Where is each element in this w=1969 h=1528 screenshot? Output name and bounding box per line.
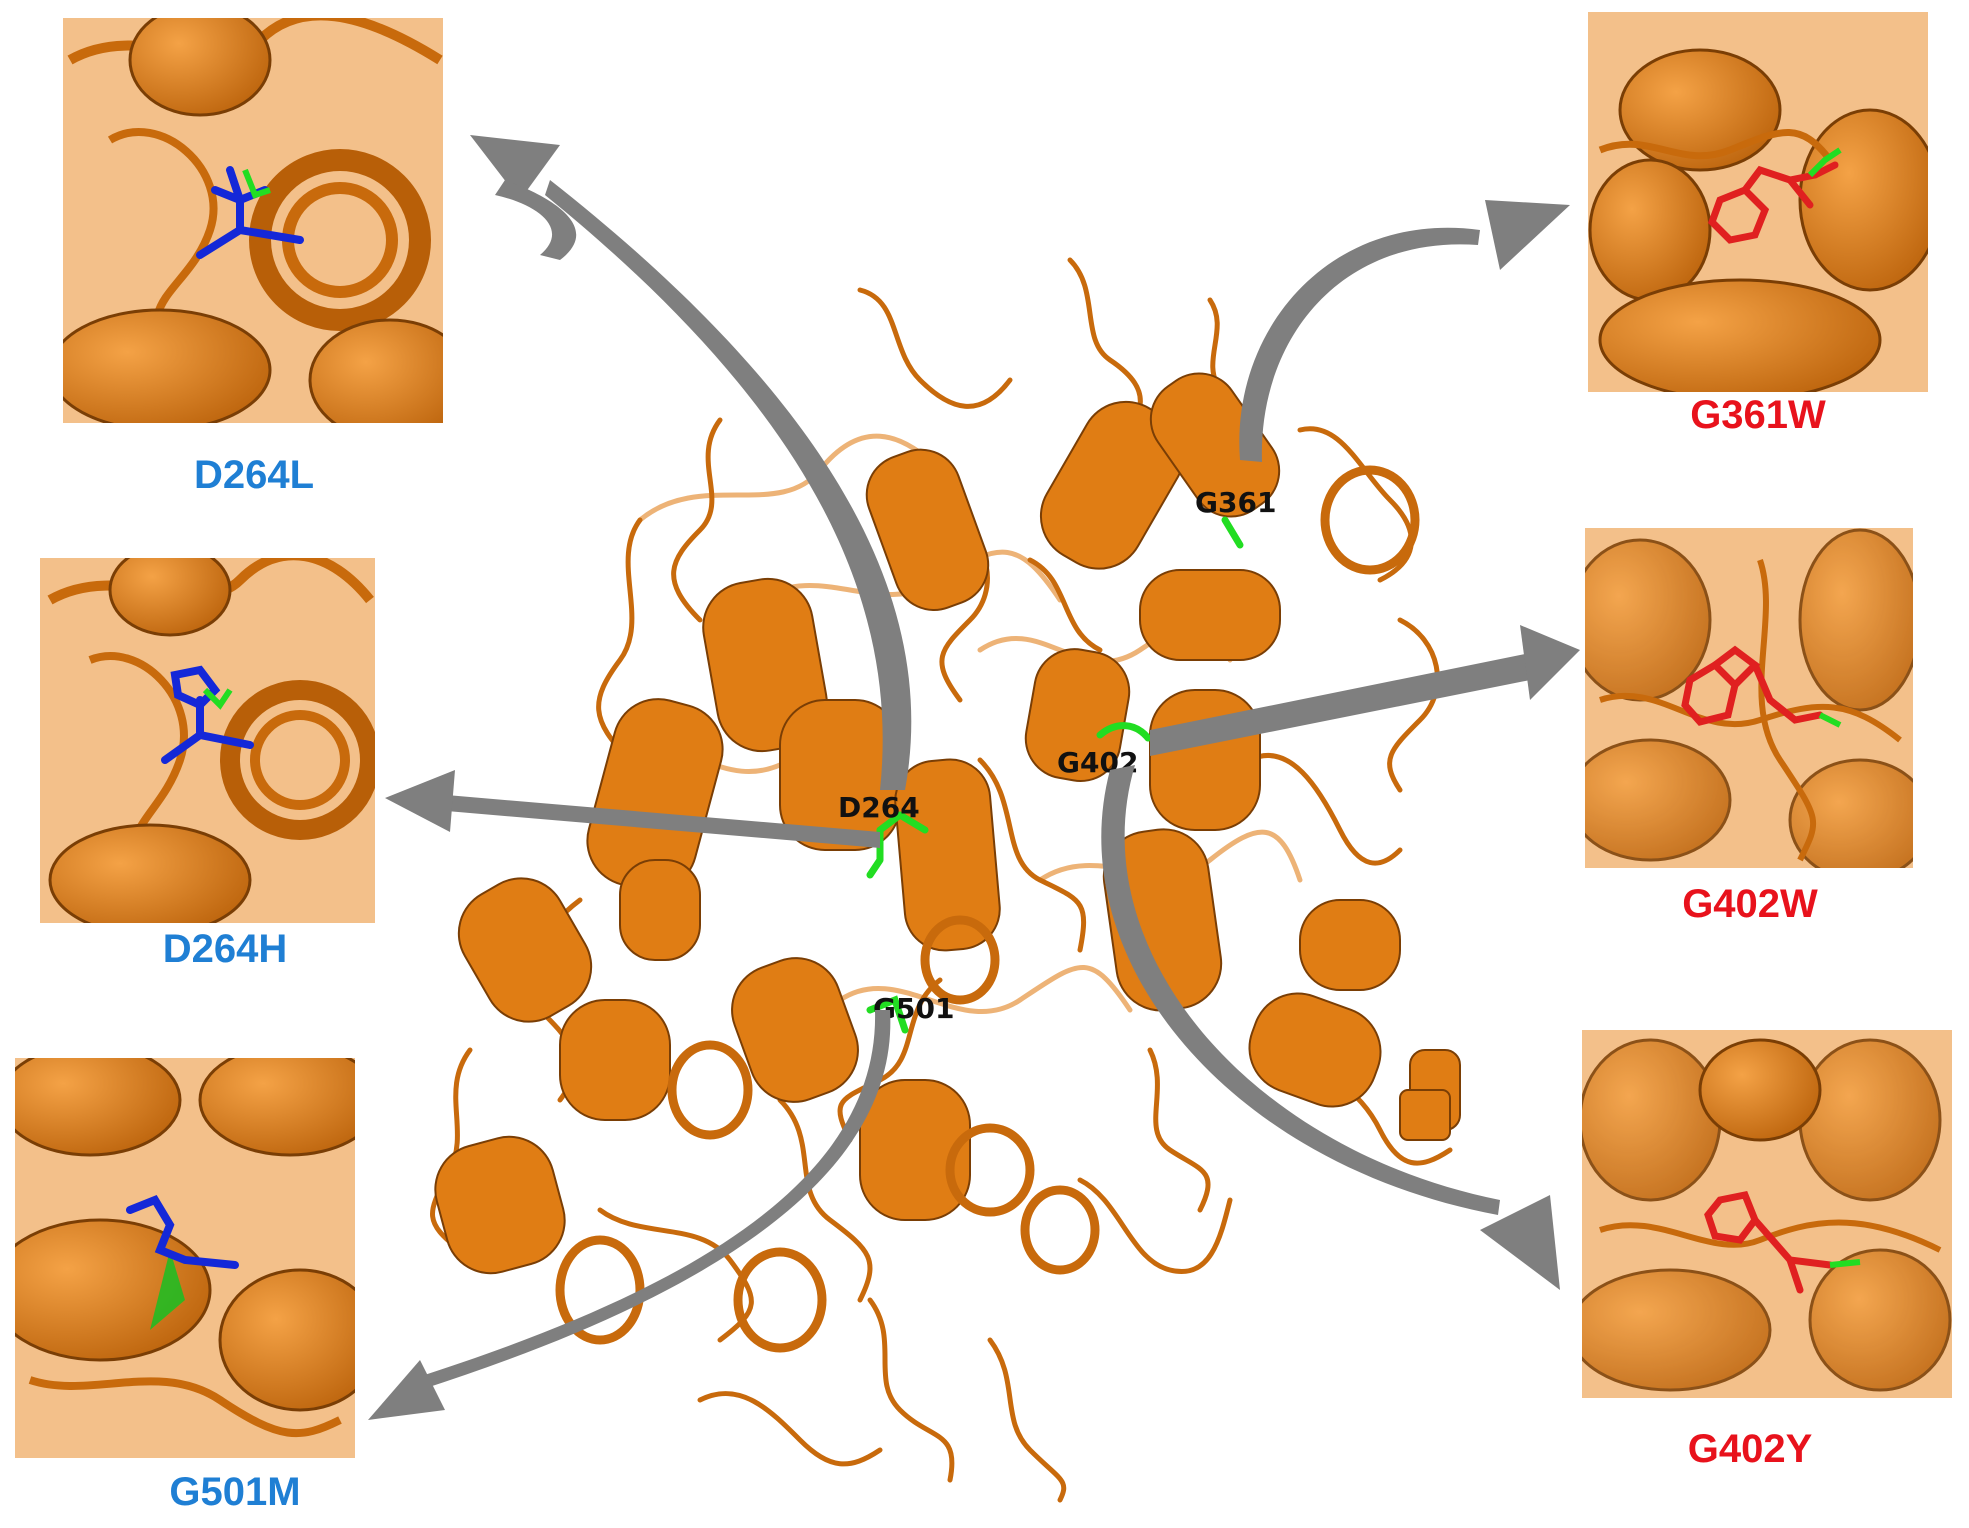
panel-g501m: G501M (15, 1058, 355, 1514)
panel-g501m-sidechain (126, 1195, 239, 1269)
panel-d264h: D264H (40, 558, 375, 971)
panel-g361w-label: G361W (1690, 393, 1826, 437)
arrow-g501-to-g501m (368, 1010, 891, 1420)
panel-d264h-sidechain (161, 665, 254, 764)
panel-g361w-sidechain (1707, 161, 1839, 244)
panel-d264l-label: D264L (194, 453, 314, 497)
arrows (368, 135, 1580, 1420)
arrow-g402-to-g402y (1101, 765, 1560, 1290)
arrow-g361-to-g361w (1239, 200, 1570, 462)
panel-g402w-sidechain (1681, 645, 1824, 726)
panel-g402w-image (1585, 528, 1913, 868)
protein-structure: G361 G402 D264 G501 (430, 257, 1461, 1503)
panel-g402y: G402Y (1582, 1030, 1952, 1471)
panel-d264l-image (63, 18, 443, 423)
protein-helix-rings (555, 465, 1420, 1353)
arrow-d264-to-d264h (385, 770, 880, 848)
panel-g361w: G361W (1588, 12, 1928, 437)
panel-g402y-sidechain (1704, 1190, 1834, 1294)
panel-g402w: G402W (1585, 528, 1913, 926)
site-label-g361: G361 (1195, 486, 1276, 519)
protein-helices (434, 372, 1461, 1275)
panel-g501m-image (15, 1058, 355, 1458)
panel-g402y-image (1582, 1030, 1952, 1398)
panel-g402w-label: G402W (1682, 882, 1818, 926)
panel-d264l: D264L (63, 18, 443, 497)
panel-d264h-image (40, 558, 375, 923)
arrow-g402-to-g402w (1150, 625, 1580, 756)
panel-d264h-label: D264H (163, 927, 288, 971)
arrow-d264-to-d264l (470, 135, 912, 790)
panel-g402y-label: G402Y (1688, 1427, 1813, 1471)
panel-g501m-label: G501M (169, 1470, 300, 1514)
panel-g361w-image (1588, 12, 1928, 392)
site-label-d264: D264 (838, 791, 920, 824)
